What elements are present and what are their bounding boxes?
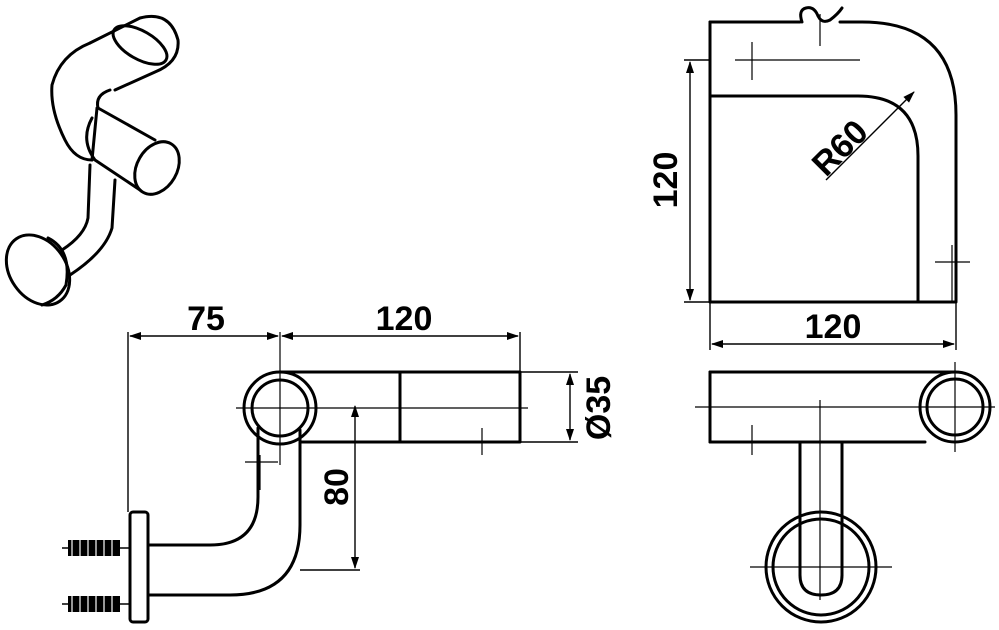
dim-75-label: 75	[187, 300, 225, 338]
upper-screw	[62, 540, 130, 556]
dim-120-top-height-label: 120	[647, 152, 685, 209]
dim-radius-label: R60	[805, 113, 876, 184]
lower-screw	[62, 596, 130, 612]
top-plan-view: 120 R60 120	[647, 6, 970, 350]
side-elevation-view: 75 120 Ø35 80	[62, 300, 618, 624]
dim-120-top-width-label: 120	[805, 308, 862, 346]
dim-diameter-label: Ø35	[580, 376, 618, 440]
dim-80-label: 80	[318, 468, 356, 506]
isometric-hook-view	[4, 14, 181, 307]
dim-120-side-label: 120	[376, 300, 433, 338]
front-elevation-view	[695, 362, 995, 624]
